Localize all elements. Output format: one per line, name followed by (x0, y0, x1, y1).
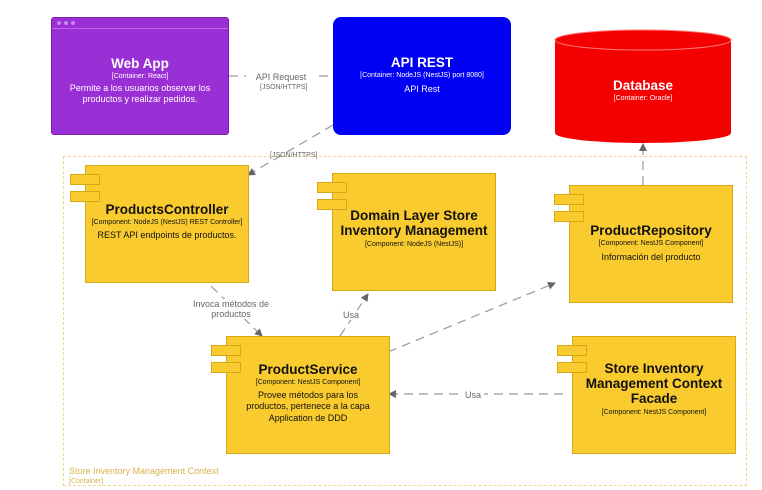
rel-service-domain-label: Usa (343, 310, 360, 320)
web-app-title: Web App (111, 56, 169, 71)
web-app-container[interactable]: Web App [Container: React] Permite a los… (51, 17, 229, 135)
component-tab-icon (211, 362, 241, 373)
window-dot-icon (57, 21, 61, 25)
window-dot-icon (71, 21, 75, 25)
component-tab-icon (211, 345, 241, 356)
domain-layer-tech: [Component: NodeJS (NestJS)] (364, 241, 464, 248)
component-tab-icon (557, 362, 587, 373)
database-tech: [Container: Oracle] (613, 95, 673, 102)
products-controller-desc: REST API endpoints de productos. (97, 230, 237, 240)
api-rest-desc: API Rest (404, 84, 440, 94)
facade-tech: [Component: NestJS Component] (601, 409, 707, 416)
rel-api-controller-tech: [JSON/HTTPS] (270, 152, 318, 159)
component-tab-icon (554, 194, 584, 205)
boundary-label: Store Inventory Management Context (69, 466, 219, 476)
facade-title: Store Inventory Management Context Facad… (585, 361, 723, 406)
context-boundary (63, 156, 747, 486)
window-dot-icon (64, 21, 68, 25)
edge-api-controller (247, 124, 334, 176)
api-rest-title: API REST (390, 55, 454, 70)
product-service-desc: Provee métodos para los productos, perte… (246, 390, 370, 423)
domain-layer-component[interactable]: Domain Layer Store Inventory Management … (332, 173, 496, 291)
rel-webapp-api-label: API Request (246, 72, 316, 82)
component-tab-icon (554, 211, 584, 222)
database-cylinder (554, 29, 732, 143)
component-tab-icon (317, 199, 347, 210)
web-app-desc: Permite a los usuarios observar los prod… (69, 83, 211, 105)
product-service-tech: [Component: NestJS Component] (255, 379, 361, 386)
component-tab-icon (70, 191, 100, 202)
rel-controller-service-label: Invoca métodos de productos (189, 299, 273, 319)
products-controller-title: ProductsController (105, 202, 229, 217)
window-titlebar (52, 18, 228, 29)
products-controller-component[interactable]: ProductsController [Component: NodeJS (N… (85, 165, 249, 283)
product-repository-desc: Información del producto (601, 252, 701, 262)
component-tab-icon (317, 182, 347, 193)
product-repository-component[interactable]: ProductRepository [Component: NestJS Com… (569, 185, 733, 303)
web-app-tech: [Container: React] (111, 73, 169, 80)
product-service-component[interactable]: ProductService [Component: NestJS Compon… (226, 336, 390, 454)
boundary-sublabel: [Container] (69, 478, 104, 485)
api-rest-container[interactable]: API REST [Container: NodeJS (NestJS) por… (333, 17, 511, 135)
product-repository-tech: [Component: NestJS Component] (598, 240, 704, 247)
database-container[interactable]: Database [Container: Oracle] (555, 78, 731, 102)
component-tab-icon (557, 345, 587, 356)
rel-facade-service-label: Usa (462, 390, 485, 400)
domain-layer-title: Domain Layer Store Inventory Management (340, 208, 488, 238)
facade-component[interactable]: Store Inventory Management Context Facad… (572, 336, 736, 454)
edge-service-repository (387, 281, 556, 353)
edge-service-domain (339, 293, 369, 337)
rel-webapp-api-tech: [JSON/HTTPS] (260, 84, 308, 91)
product-service-title: ProductService (258, 362, 358, 377)
component-tab-icon (70, 174, 100, 185)
database-title: Database (612, 78, 674, 93)
api-rest-tech: [Container: NodeJS (NestJS) port 8080] (360, 72, 484, 79)
product-repository-title: ProductRepository (590, 223, 712, 238)
products-controller-tech: [Component: NodeJS (NestJS) REST Control… (91, 219, 243, 226)
